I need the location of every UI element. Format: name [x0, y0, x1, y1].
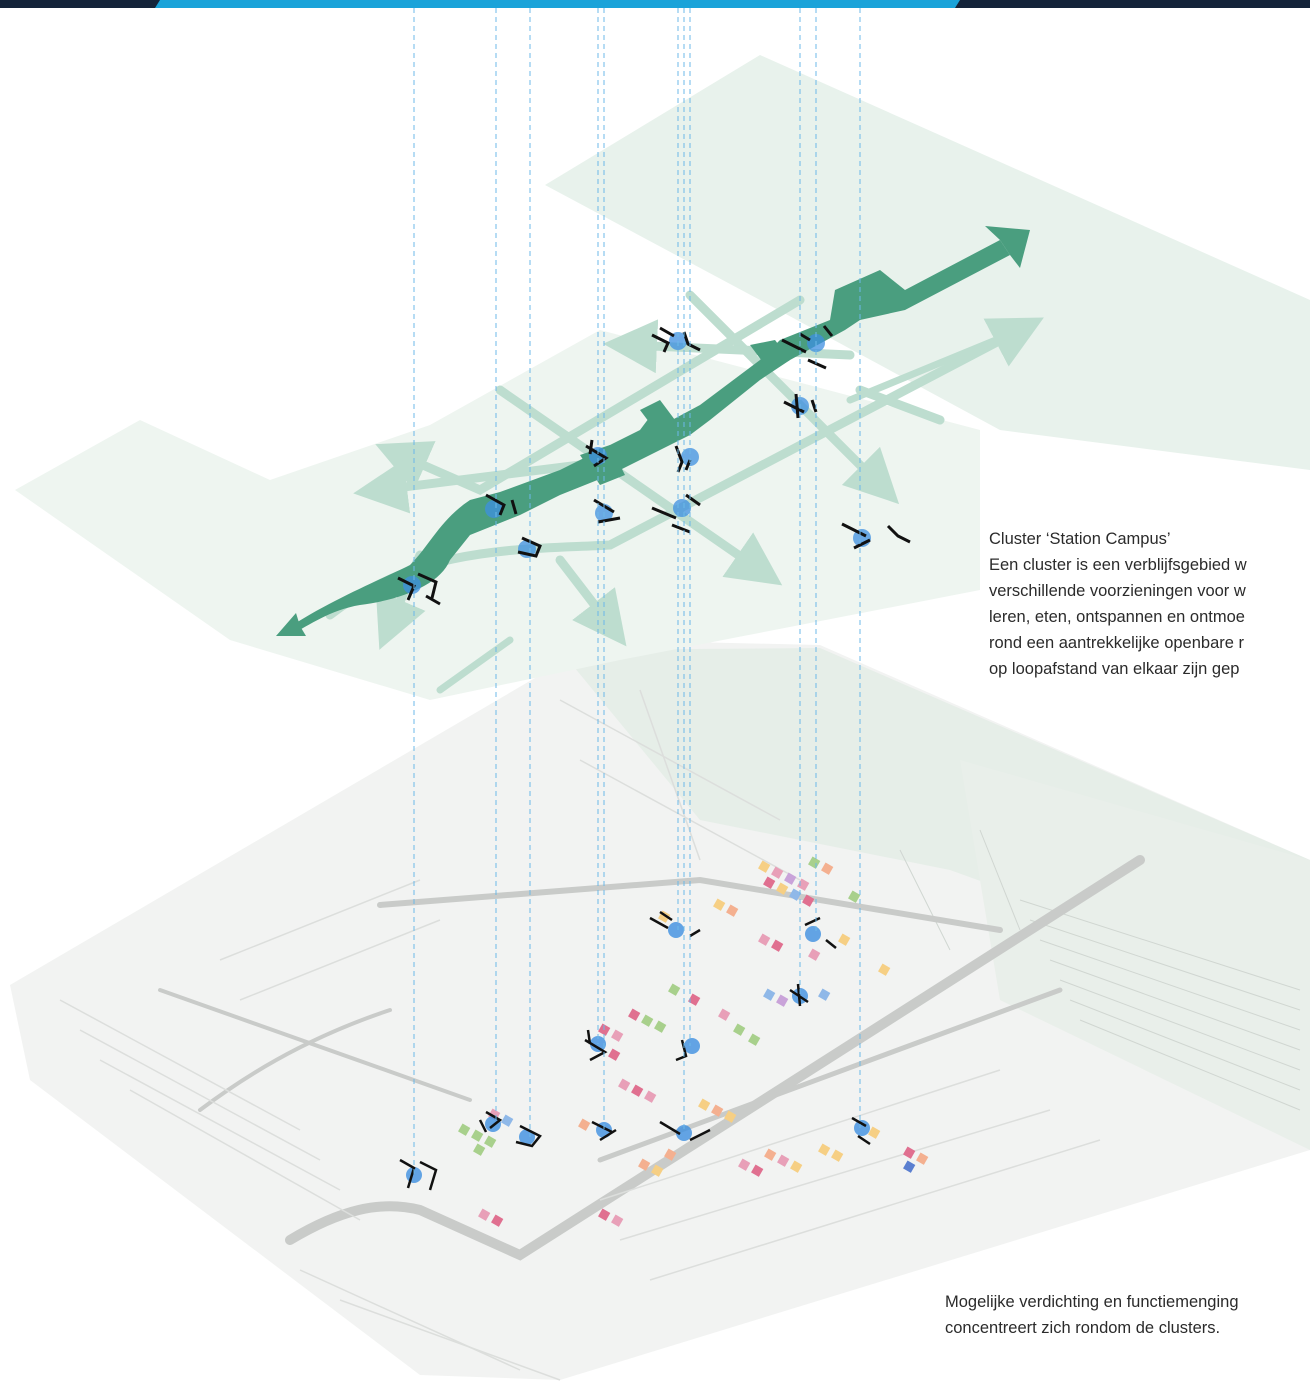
arrow-icon — [495, 385, 783, 586]
axis-branch — [750, 340, 790, 372]
arrow-icon — [276, 613, 306, 636]
caption-title: Cluster ‘Station Campus’ — [989, 530, 1171, 548]
upper-layer — [15, 55, 1310, 700]
cluster-node-icon — [485, 500, 503, 518]
caption-line: Een cluster is een verblijfsgebied w — [989, 556, 1247, 574]
block-cluster-center — [658, 898, 891, 1046]
caption-line: Mogelijke verdichting en functiemenging — [945, 1293, 1239, 1311]
arrow-icon — [375, 295, 805, 496]
axis-body — [285, 240, 1010, 635]
cluster-node-icon — [684, 1038, 700, 1054]
arrow-icon — [685, 290, 900, 505]
polder-lines — [899, 829, 1301, 1111]
axis-branch — [640, 400, 675, 430]
caption-line: leren, eten, ontspannen en ontmoe — [989, 608, 1245, 626]
block-cluster-west — [458, 1008, 667, 1227]
caption-densification: Mogelijke verdichting en functiemenging … — [945, 1289, 1239, 1341]
block-cluster-ne — [758, 856, 861, 907]
main-roads — [158, 855, 1145, 1261]
ground-field-ne — [545, 55, 1310, 470]
block-cluster-south — [638, 1098, 929, 1177]
caption-line: verschillende voorzieningen voor w — [989, 582, 1246, 600]
arrow-icon — [555, 555, 627, 647]
cluster-node-icon — [854, 1120, 870, 1136]
caption-line: rond een aantrekkelijke openbare r — [989, 634, 1245, 652]
cluster-node-icon — [676, 1125, 692, 1141]
base-cluster-nodes — [406, 922, 870, 1183]
caption-station-campus: Cluster ‘Station Campus’ Een cluster is … — [989, 526, 1247, 682]
cluster-node-icon — [519, 1129, 535, 1145]
caption-line: concentreert zich rondom de clusters. — [945, 1319, 1221, 1337]
top-banner — [0, 0, 1310, 8]
cluster-node-icon — [668, 922, 684, 938]
cluster-node-icon — [673, 499, 691, 517]
cluster-node-icon — [805, 926, 821, 942]
base-map-layer — [10, 640, 1310, 1381]
cluster-node-icon — [681, 448, 699, 466]
development-blocks — [458, 856, 929, 1227]
arrow-icon — [985, 226, 1030, 268]
leader-lines — [413, 8, 861, 1175]
top-banner-accent — [155, 0, 960, 8]
caption-line: op loopafstand van elkaar zijn gep — [989, 660, 1240, 678]
base-structures — [399, 910, 871, 1191]
